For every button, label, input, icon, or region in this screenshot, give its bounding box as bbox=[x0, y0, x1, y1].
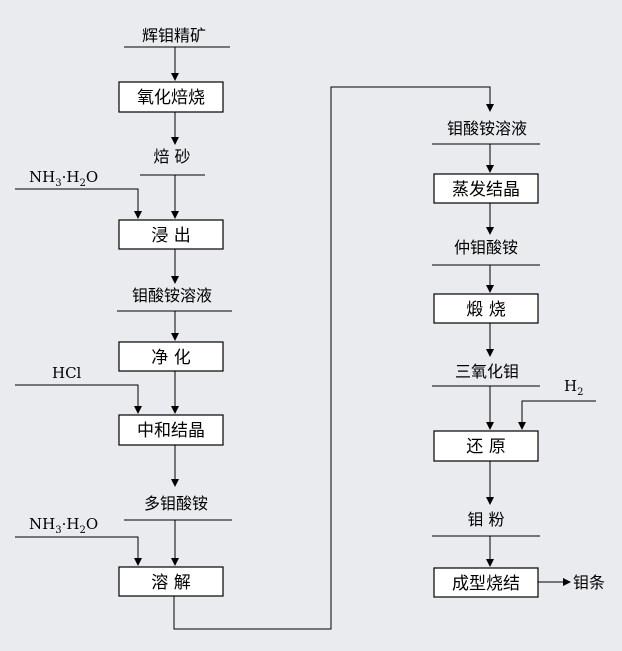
step-reduction-label: 还 原 bbox=[466, 437, 505, 457]
step-calcination bbox=[433, 293, 539, 324]
product-molybdenum-bar: 钼条 bbox=[573, 573, 605, 592]
column-connector-line bbox=[173, 86, 494, 630]
step-leaching bbox=[118, 219, 224, 250]
step-forming-sintering bbox=[433, 567, 539, 598]
step-neutralization-crystallization bbox=[118, 414, 224, 446]
step-dissolution bbox=[118, 566, 224, 597]
step-oxidizing-roasting bbox=[118, 81, 224, 113]
material-molybdenum-trioxide: 三氧化钼 bbox=[455, 362, 519, 381]
material-ammonium-molybdate-solution: 钼酸铵溶液 bbox=[132, 286, 212, 305]
step-reduction bbox=[433, 430, 539, 462]
step-calcination-label: 煅 烧 bbox=[466, 300, 505, 320]
reagent-feed-line bbox=[15, 536, 142, 566]
step-evaporation-crystallization-label: 蒸发结晶 bbox=[452, 180, 520, 200]
step-neutralization-crystallization-label: 中和结晶 bbox=[137, 421, 205, 441]
step-oxidizing-roasting-label: 氧化焙烧 bbox=[137, 88, 205, 108]
step-purification bbox=[118, 341, 224, 372]
reagent-hydrogen: H2 bbox=[564, 377, 583, 398]
step-leaching-label: 浸 出 bbox=[151, 226, 190, 246]
material-ammonium-paramolybdate: 仲钼酸铵 bbox=[454, 238, 518, 257]
material-molybdenite-concentrate: 辉钼精矿 bbox=[142, 26, 206, 45]
material-ammonium-polymolybdate: 多钼酸铵 bbox=[144, 494, 208, 513]
reagent-feed-line bbox=[518, 400, 596, 430]
step-forming-sintering-label: 成型烧结 bbox=[452, 574, 520, 594]
step-evaporation-crystallization bbox=[433, 173, 539, 204]
material-calcine: 焙 砂 bbox=[153, 147, 190, 166]
material-molybdenum-powder: 钼 粉 bbox=[467, 510, 504, 529]
reagent-feed-line bbox=[15, 188, 142, 219]
reagent-hcl: HCl bbox=[52, 364, 82, 382]
material-ammonium-molybdate-solution-right: 钼酸铵溶液 bbox=[447, 119, 527, 138]
step-purification-label: 净 化 bbox=[151, 348, 190, 368]
step-dissolution-label: 溶 解 bbox=[151, 573, 190, 593]
reagent-ammonia-water-1: NH3·H2O bbox=[29, 168, 98, 189]
reagent-ammonia-water-2: NH3·H2O bbox=[29, 515, 98, 536]
reagent-feed-line bbox=[15, 384, 142, 414]
